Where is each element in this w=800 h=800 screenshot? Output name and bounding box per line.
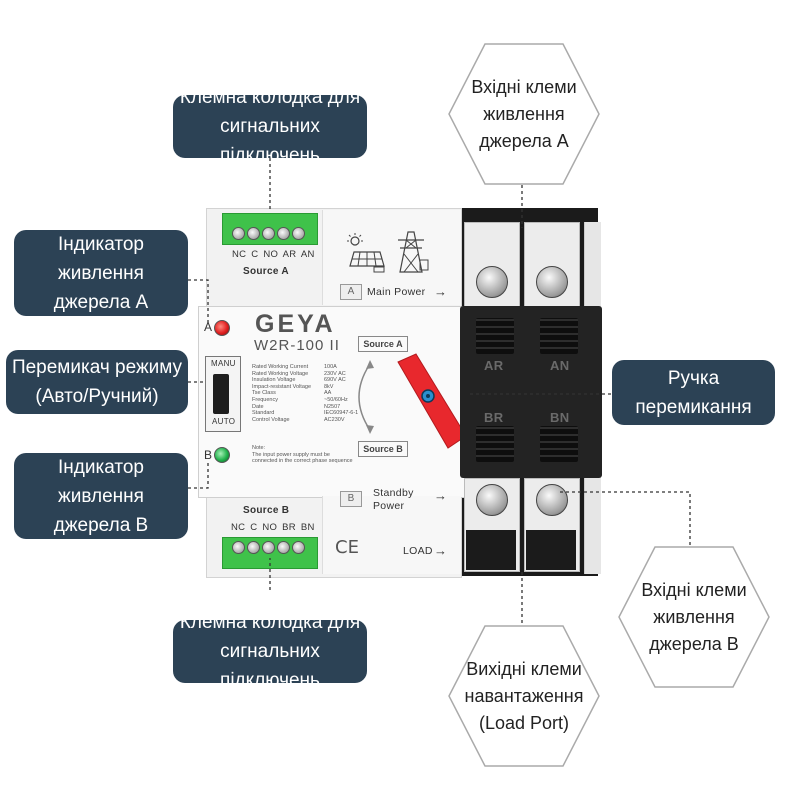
terminal-bolt-icon — [476, 484, 508, 516]
source-b-label: Source B — [243, 505, 290, 516]
manu-label: MANU — [211, 359, 236, 368]
note-line: connected in the correct phase sequence — [252, 458, 353, 465]
an-label: AN — [550, 358, 570, 373]
spec-values: 100A 230V AC 690V AC 8kV AA ~50/60Hz N25… — [324, 364, 358, 423]
main-power-arrow: → — [434, 284, 448, 299]
spec-key: Impact-resistant Voltage — [252, 383, 312, 390]
led-a-label: A — [204, 320, 213, 334]
source-a-indicator-led — [214, 320, 230, 336]
vent-slot — [476, 426, 514, 462]
terminal-screw — [247, 227, 260, 240]
brand-logo: GEYA — [255, 310, 336, 338]
terminal-screw — [262, 541, 275, 554]
callout-source-a-indicator: Індикатор живлення джерела А — [14, 230, 188, 316]
spec-key: Control Voltage — [252, 416, 290, 423]
standby-power-box: B — [340, 491, 362, 507]
note-line: The input power supply must be — [252, 451, 330, 458]
rotation-arrow-icon — [358, 360, 374, 434]
ce-mark: CE — [335, 537, 359, 558]
main-power-box: A — [340, 284, 362, 300]
hexagon-output-text: Вихідні клеми навантаження (Load Port) — [464, 658, 584, 733]
spec-value: AA — [324, 390, 332, 397]
hexagon-input-a — [448, 43, 600, 185]
solar-panel-icon — [347, 233, 385, 273]
callout-signal-terminal-bottom: Клемна колодка для сигнальних підключень — [173, 612, 367, 691]
spec-key: Tse Class — [252, 390, 276, 397]
bottom-terminal-labels: NC C NO BR BN — [231, 522, 315, 533]
standby-power-arrow: → — [434, 488, 448, 503]
spec-key: Rated Working Current — [252, 364, 309, 370]
vent-slot — [476, 318, 514, 354]
spec-key: Date — [252, 403, 264, 410]
mode-switch-slider[interactable] — [213, 374, 229, 414]
load-arrow: → — [434, 543, 448, 558]
spec-value: 230V AC — [324, 370, 346, 377]
vent-slot — [540, 318, 578, 354]
bottom-module-right-panel — [322, 496, 461, 574]
spec-value: AC230V — [324, 416, 345, 423]
source-b-indicator-led — [214, 447, 230, 463]
vent-slot — [540, 426, 578, 462]
led-b-label: B — [204, 448, 213, 462]
source-b-position-label: Source B — [358, 441, 408, 457]
terminal-bolt-icon — [476, 266, 508, 298]
spec-key: Rated Working Voltage — [252, 370, 309, 377]
spec-key: Insulation Voltage — [252, 377, 296, 384]
terminal-screw — [262, 227, 275, 240]
terminal-base-dark — [526, 530, 576, 570]
top-terminal-labels: NC C NO AR AN — [232, 249, 315, 260]
terminal-screw — [277, 541, 290, 554]
terminal-bolt-icon — [536, 484, 568, 516]
load-label: LOAD — [403, 545, 433, 557]
terminal-screw — [232, 541, 245, 554]
auto-label: AUTO — [212, 417, 236, 426]
hexagon-output — [448, 625, 600, 767]
model-name: W2R-100 II — [254, 337, 340, 354]
ar-label: AR — [484, 358, 504, 373]
spec-key: Standard — [252, 410, 275, 417]
hexagon-input-b-text: Вхідні клеми живлення джерела В — [641, 579, 747, 654]
source-a-label: Source A — [243, 266, 289, 277]
callout-signal-terminal-top: Клемна колодка для сигнальних підключень — [173, 87, 367, 166]
hexagon-input-a-text: Вхідні клеми живлення джерела А — [471, 76, 577, 151]
terminal-screw — [292, 227, 305, 240]
spec-value: IEC60947-6-1 — [324, 410, 359, 417]
switching-handle[interactable] — [392, 352, 470, 452]
spec-value: ~50/60Hz — [324, 396, 348, 403]
terminal-screw — [232, 227, 245, 240]
terminal-screw — [277, 227, 290, 240]
spec-value: N2507 — [324, 403, 341, 410]
callout-handle: Ручка перемикання — [612, 360, 775, 425]
source-a-position-label: Source A — [358, 336, 408, 352]
input-terminal-column-ar — [464, 222, 520, 308]
br-label: BR — [484, 410, 504, 425]
spec-key: Frequency — [252, 396, 278, 403]
terminal-base-dark — [466, 530, 516, 570]
standby-power-label: Standby Power — [373, 487, 414, 512]
power-tower-icon — [398, 231, 429, 273]
callout-mode-switch: Перемикач режиму (Авто/Ручний) — [6, 350, 188, 414]
spec-value: 8kV — [324, 383, 334, 390]
spec-value: 100A — [324, 364, 337, 370]
terminal-screw — [247, 541, 260, 554]
spec-keys: Rated Working Current Rated Working Volt… — [252, 364, 311, 423]
note-line: Note: — [252, 445, 266, 451]
callout-source-b-indicator: Індикатор живлення джерела В — [14, 453, 188, 539]
main-power-label: Main Power — [367, 286, 426, 298]
spec-value: 690V AC — [324, 377, 346, 384]
phase-note: Note: The input power supply must be con… — [252, 445, 353, 465]
hexagon-input-b — [618, 546, 770, 688]
terminal-screw — [292, 541, 305, 554]
bn-label: BN — [550, 410, 570, 425]
terminal-bolt-icon — [536, 266, 568, 298]
